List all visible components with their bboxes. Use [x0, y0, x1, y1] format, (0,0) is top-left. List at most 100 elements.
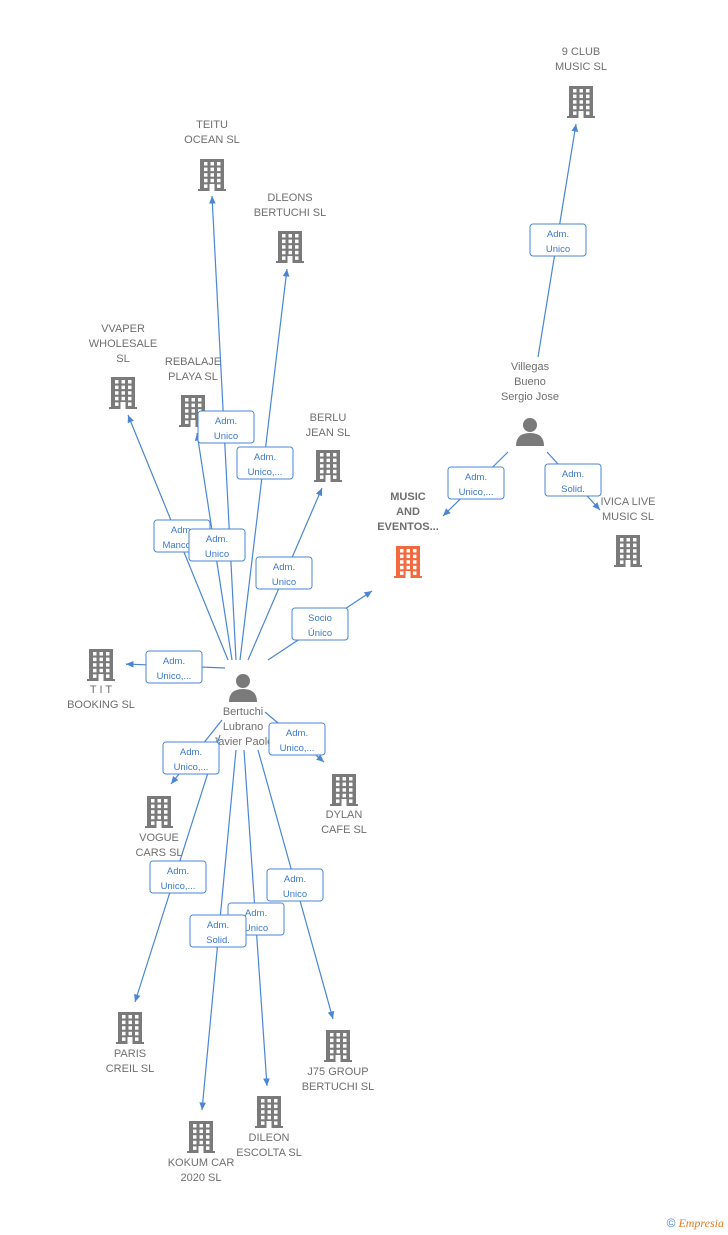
building-window: [406, 554, 410, 559]
building-window: [406, 549, 410, 553]
building-window: [93, 663, 97, 667]
building-window: [400, 554, 404, 559]
edge-label-villegas-focus[interactable]: Adm.Unico,...: [447, 466, 505, 500]
brand-logo: Empresia: [678, 1216, 724, 1230]
building-window: [217, 173, 221, 177]
building-window: [164, 804, 168, 809]
edge-label-bertuchi-paris[interactable]: Adm.Unico,...: [149, 860, 207, 894]
building-window: [93, 657, 97, 662]
building-door: [98, 674, 104, 681]
building-window: [326, 458, 330, 463]
edge-label-text: Unico: [283, 889, 307, 900]
building-window: [267, 1110, 271, 1114]
building-window: [295, 256, 299, 260]
building-window: [320, 453, 324, 457]
building-door: [198, 1146, 204, 1153]
edge-label-bertuchi-dylan[interactable]: Adm. Unico,...: [268, 722, 326, 756]
building-window: [626, 549, 630, 553]
building-window: [217, 184, 221, 188]
building-window: [128, 1015, 132, 1019]
node-label-9club: MUSIC SL: [555, 61, 607, 73]
building-window: [217, 162, 221, 166]
building-window: [573, 89, 577, 93]
building-icon[interactable]: [87, 649, 115, 681]
building-window: [121, 380, 125, 384]
building-window: [413, 549, 417, 553]
building-icon[interactable]: [324, 1030, 352, 1062]
edge-label-villegas-9club[interactable]: Adm.Unico: [529, 223, 587, 257]
building-window: [122, 1026, 126, 1030]
building-window: [193, 1135, 197, 1139]
building-window: [336, 1038, 340, 1043]
building-door: [578, 111, 584, 118]
node-label-kokum: 2020 SL: [181, 1172, 222, 1184]
node-label-villegas: Sergio Jose: [501, 391, 559, 403]
person-icon[interactable]: [516, 418, 544, 446]
node-label-berlu: JEAN SL: [306, 427, 351, 439]
footer-brand[interactable]: ©Empresia: [667, 1216, 724, 1231]
edge-label-bertuchi-vogue[interactable]: Adm.Unico,...: [162, 741, 220, 775]
node-label-vogue: VOGUE: [139, 832, 179, 844]
node-focus[interactable]: MUSICANDEVENTOS...: [377, 491, 439, 578]
building-icon[interactable]: [394, 546, 422, 578]
edge-label-text: Unico,...: [280, 743, 315, 754]
building-window: [620, 554, 624, 559]
edge-label-text: Unico: [205, 549, 229, 560]
building-icon[interactable]: [567, 86, 595, 118]
building-window: [151, 815, 155, 820]
person-icon[interactable]: [229, 674, 257, 702]
building-icon[interactable]: [145, 796, 173, 828]
edge-label-text: Adm.: [562, 469, 584, 480]
building-icon[interactable]: [314, 450, 342, 482]
building-window: [320, 475, 324, 479]
building-window: [400, 571, 404, 575]
building-icon[interactable]: [198, 159, 226, 191]
building-window: [626, 554, 630, 559]
edge-label-text: Solid.: [561, 484, 585, 495]
building-window: [343, 1044, 347, 1048]
edge-label-text: Unico: [546, 244, 570, 255]
edge-label-text: Adm.: [286, 728, 308, 739]
edge-label-bertuchi-berlu[interactable]: Adm.Unico: [255, 556, 313, 590]
building-icon[interactable]: [116, 1012, 144, 1044]
edge-label-bertuchi-dleons[interactable]: Adm.Unico,...: [236, 446, 294, 480]
building-window: [336, 788, 340, 792]
building-window: [185, 409, 189, 413]
edge-label-villegas-ivica[interactable]: Adm. Solid.: [544, 463, 602, 497]
building-window: [198, 403, 202, 408]
edge-label-bertuchi-rebalaje[interactable]: Adm.Unico: [188, 528, 246, 562]
building-icon[interactable]: [109, 377, 137, 409]
node-label-dylan: DYLAN: [326, 809, 363, 821]
edge-label-bertuchi-teitu[interactable]: Adm.Unico: [197, 410, 255, 444]
building-icon[interactable]: [614, 535, 642, 567]
edge-label-text: Mancom.: [162, 540, 201, 551]
building-icon[interactable]: [276, 231, 304, 263]
building-door: [127, 1037, 133, 1044]
edge-label-text: Unico: [244, 923, 268, 934]
building-icon[interactable]: [255, 1096, 283, 1128]
edge-label-bertuchi-kokum[interactable]: Adm.Solid.: [189, 914, 247, 948]
building-icon[interactable]: [187, 1121, 215, 1153]
building-window: [151, 804, 155, 809]
edge-label-text: Unico,...: [459, 487, 494, 498]
edge-label-bertuchi-j75[interactable]: Adm.Unico: [266, 868, 324, 902]
edge-label-bertuchi-tit[interactable]: Adm.Unico,...: [145, 650, 203, 684]
building-icon[interactable]: [330, 774, 358, 806]
edge-label-box: [162, 741, 220, 775]
